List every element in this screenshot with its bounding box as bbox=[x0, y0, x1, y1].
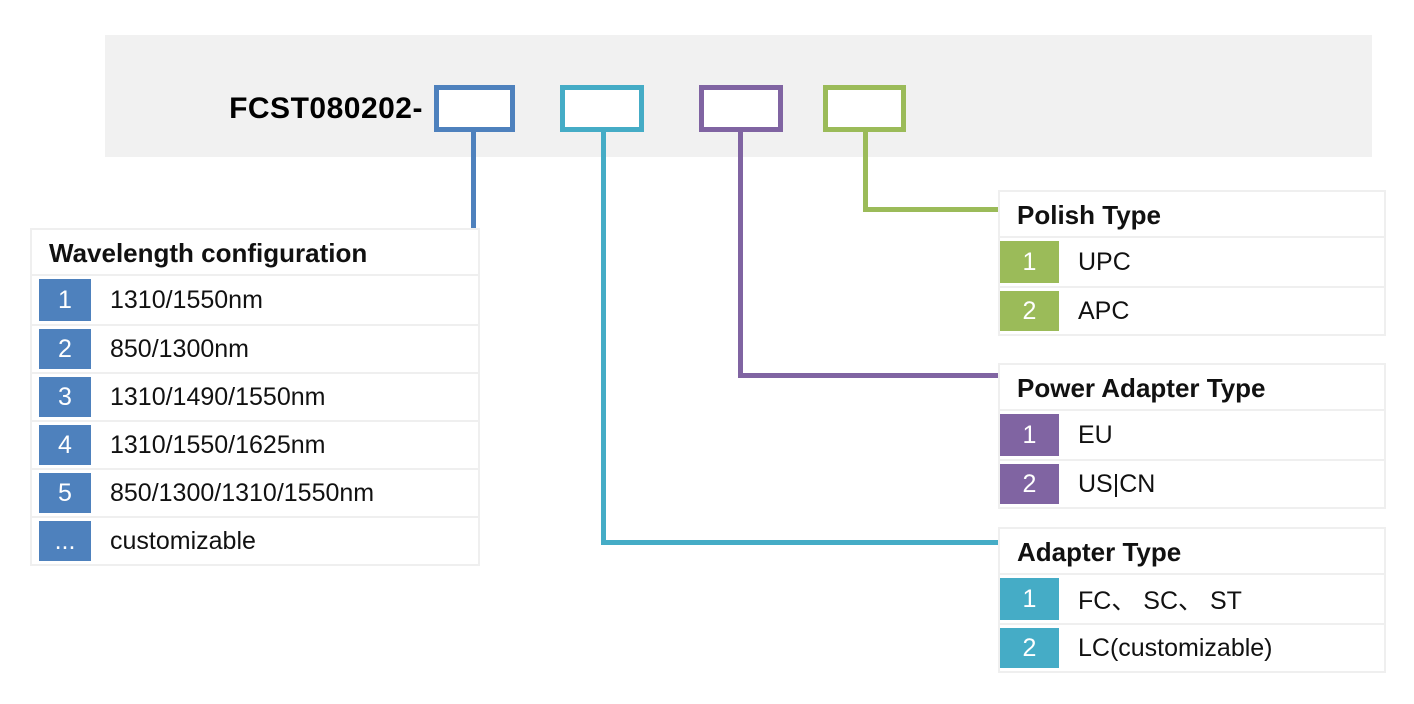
table-title: Wavelength configuration bbox=[32, 230, 478, 276]
row-key: 1 bbox=[1000, 578, 1059, 620]
row-value: FC、 SC、 ST bbox=[1078, 587, 1242, 615]
row-key: ... bbox=[39, 521, 91, 561]
table-row: 2 850/1300nm bbox=[32, 324, 478, 372]
table-title: Adapter Type bbox=[1000, 529, 1384, 575]
row-key: 2 bbox=[1000, 628, 1059, 668]
row-value: customizable bbox=[110, 526, 256, 555]
adapter-type-table: Adapter Type 1 FC、 SC、 ST 2 LC(customiza… bbox=[998, 527, 1386, 673]
polish-connector-line bbox=[863, 132, 868, 212]
row-value: EU bbox=[1078, 420, 1113, 449]
row-value: 850/1300/1310/1550nm bbox=[110, 478, 375, 507]
power-adapter-type-table: Power Adapter Type 1 EU 2 US|CN bbox=[998, 363, 1386, 509]
row-value: 1310/1550/1625nm bbox=[110, 430, 326, 459]
row-value: 1310/1490/1550nm bbox=[110, 382, 326, 411]
wavelength-connector-line bbox=[471, 132, 476, 230]
table-row: ... customizable bbox=[32, 516, 478, 564]
row-value: US|CN bbox=[1078, 469, 1156, 498]
row-key: 5 bbox=[39, 473, 91, 513]
row-value: 1310/1550nm bbox=[110, 285, 263, 314]
table-row: 5 850/1300/1310/1550nm bbox=[32, 468, 478, 516]
table-row: 2 APC bbox=[1000, 286, 1384, 334]
power-adapter-code-box bbox=[699, 85, 783, 132]
row-value: UPC bbox=[1078, 247, 1131, 276]
table-row: 2 LC(customizable) bbox=[1000, 623, 1384, 671]
product-code-text: FCST080202- bbox=[229, 92, 423, 125]
adapter-connector-line bbox=[601, 132, 606, 545]
row-key: 2 bbox=[39, 329, 91, 369]
table-title: Polish Type bbox=[1000, 192, 1384, 238]
adapter-code-box bbox=[560, 85, 644, 132]
power-connector-line-horizontal bbox=[738, 373, 998, 378]
table-row: 4 1310/1550/1625nm bbox=[32, 420, 478, 468]
table-row: 2 US|CN bbox=[1000, 459, 1384, 507]
power-connector-line bbox=[738, 132, 743, 378]
row-key: 1 bbox=[39, 279, 91, 321]
row-key: 1 bbox=[1000, 414, 1059, 456]
wavelength-table: Wavelength configuration 1 1310/1550nm 2… bbox=[30, 228, 480, 566]
row-value: LC(customizable) bbox=[1078, 633, 1273, 662]
table-row: 3 1310/1490/1550nm bbox=[32, 372, 478, 420]
row-key: 2 bbox=[1000, 464, 1059, 504]
row-value: APC bbox=[1078, 296, 1130, 325]
polish-type-table: Polish Type 1 UPC 2 APC bbox=[998, 190, 1386, 336]
row-key: 3 bbox=[39, 377, 91, 417]
table-title: Power Adapter Type bbox=[1000, 365, 1384, 411]
polish-connector-line-horizontal bbox=[863, 207, 998, 212]
row-value: 850/1300nm bbox=[110, 334, 250, 363]
row-key: 2 bbox=[1000, 291, 1059, 331]
table-row: 1 1310/1550nm bbox=[32, 276, 478, 324]
table-row: 1 UPC bbox=[1000, 238, 1384, 286]
polish-code-box bbox=[823, 85, 906, 132]
wavelength-code-box bbox=[434, 85, 515, 132]
row-key: 1 bbox=[1000, 241, 1059, 283]
table-row: 1 EU bbox=[1000, 411, 1384, 459]
table-row: 1 FC、 SC、 ST bbox=[1000, 575, 1384, 623]
row-key: 4 bbox=[39, 425, 91, 465]
adapter-connector-line-horizontal bbox=[601, 540, 998, 545]
